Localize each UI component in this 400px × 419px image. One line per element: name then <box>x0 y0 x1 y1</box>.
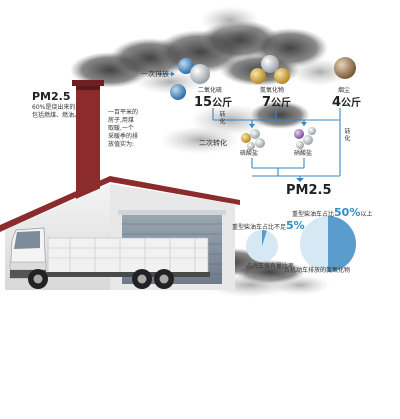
pollutant-value-dust: 4公斤 <box>332 95 362 110</box>
chimney-note-line4: 采暖季的排 <box>108 133 139 140</box>
nitrate-label: 硝酸盐 <box>294 150 313 157</box>
pollutant-value-nox: 7公斤 <box>262 95 292 110</box>
secondary-label: 二次转化 <box>199 139 227 147</box>
dust-particle-icon <box>334 57 356 79</box>
pollutant-name-nox: 氮氧化物 <box>260 87 285 94</box>
chimney-note-line5: 放值实为: <box>108 141 135 148</box>
pollutant-name-so2: 二氧化硫 <box>198 87 223 94</box>
pie-left-sub: 占汽车保有量比率 <box>246 263 295 270</box>
pie-right <box>300 216 356 272</box>
left-note-line2: 包括燃煤、燃油。 <box>32 112 81 119</box>
pollutant-name-dust: 烟尘 <box>338 87 351 94</box>
chimney-note-line3: 取暖,一个 <box>108 125 134 132</box>
pie-right-caption: 重型柴油车占比50%以上 <box>292 206 373 219</box>
chimney <box>72 80 104 200</box>
nox-molecule-icon <box>250 55 290 84</box>
pie-left <box>246 230 278 262</box>
sulfate-molecule-icon <box>241 129 265 150</box>
convert-label-1: 转化 <box>218 111 225 125</box>
pollutant-value-so2: 15公斤 <box>194 95 233 110</box>
nitrate-molecule-icon <box>294 127 316 149</box>
sulfate-label: 硫酸盐 <box>240 150 259 157</box>
pie-right-sub: 占机动车排放的氮氧化物 <box>284 267 351 274</box>
pie-left-caption: 重型柴油车占比不足5% <box>232 219 305 232</box>
truck <box>9 227 210 289</box>
convert-label-2: 转化 <box>343 128 350 142</box>
flow-arrows <box>212 108 341 182</box>
so2-molecule-icon <box>170 58 210 100</box>
primary-emission-label: 一次排放 <box>141 70 169 78</box>
left-note-line1: 60%是烧出来的, <box>32 104 78 111</box>
pm-title: PM2.5 <box>286 183 332 198</box>
chimney-note-line2: 房子,用煤 <box>108 117 134 124</box>
left-note-title: PM2.5 <box>32 90 71 103</box>
primary-arrow-icon <box>158 71 175 77</box>
chimney-note-line1: 一百平米的 <box>108 109 139 116</box>
